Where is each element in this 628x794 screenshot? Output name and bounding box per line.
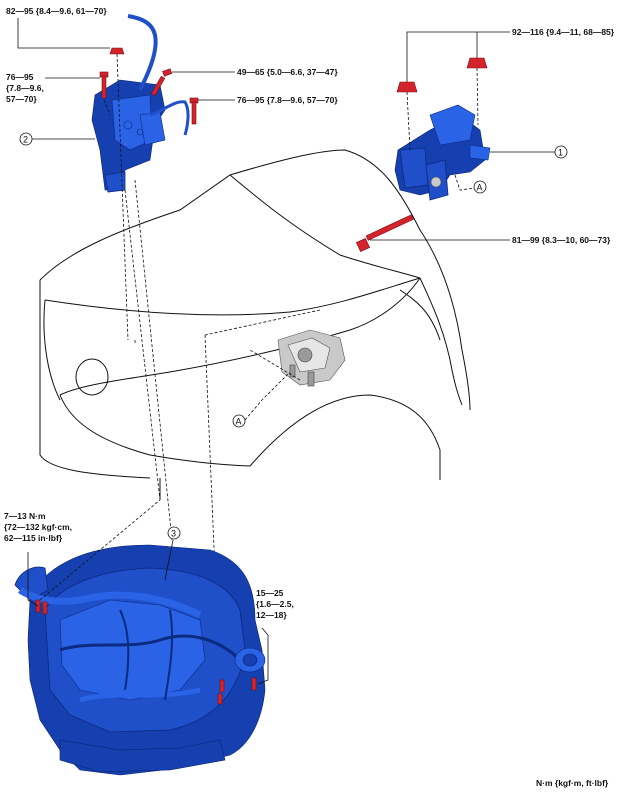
torque-label-76-95-left-line3: 57—70} — [6, 94, 37, 104]
torque-label-49-65: 49—65 {5.0—6.6, 37—47} — [237, 67, 338, 77]
torque-label-7-13-line2: {72—132 kgf·cm, — [4, 522, 72, 532]
engine-transaxle-assembly-part-3 — [14, 544, 266, 776]
bolt-mid-part-2 — [150, 68, 173, 97]
svg-text:1: 1 — [558, 148, 563, 158]
torque-label-76-95-right: 76—95 {7.8—9.6, 57—70} — [237, 95, 338, 105]
svg-text:3: 3 — [171, 529, 176, 539]
torque-label-82-95: 82—95 {8.4—9.6, 61—70} — [6, 6, 107, 16]
engine-mount-bracket-part-2 — [91, 14, 190, 193]
leaders-part-3 — [27, 499, 269, 685]
torque-label-15-25-line3: 12—18} — [256, 610, 287, 620]
transaxle-mount-bracket — [277, 329, 346, 387]
torque-label-7-13-line3: 62—115 in·lbf} — [4, 533, 63, 543]
bolt-top-part-2 — [109, 47, 125, 55]
vehicle-body-outline — [39, 149, 471, 500]
svg-text:A: A — [477, 183, 483, 193]
svg-text:2: 2 — [23, 135, 28, 145]
torque-label-15-25-line2: {1.6—2.5, — [256, 599, 294, 609]
torque-label-7-13-line1: 7—13 N·m — [4, 511, 46, 521]
callout-a-upper: A — [473, 180, 487, 194]
bolts-engine-right — [217, 677, 257, 705]
leaders-part-1 — [370, 31, 555, 241]
callout-3: 3 — [167, 526, 181, 540]
torque-label-92-116: 92—116 {9.4—11, 68—85} — [512, 27, 615, 37]
engine-mount-part-1 — [394, 104, 491, 201]
callout-a-lower: A — [232, 414, 246, 428]
torque-label-15-25-line1: 15—25 — [256, 588, 284, 598]
leaders-part-2 — [17, 18, 235, 541]
svg-text:A: A — [236, 417, 242, 427]
nut-left-part-1 — [396, 81, 418, 93]
nut-right-part-1 — [466, 57, 488, 69]
through-bolt-part-1 — [355, 214, 414, 253]
bolt-right-part-2 — [189, 97, 199, 125]
bolt-left-part-2 — [99, 71, 109, 99]
torque-label-76-95-left-line2: {7.8—9.6, — [6, 83, 44, 93]
units-note: N·m {kgf·m, ft·lbf} — [536, 778, 609, 788]
torque-label-76-95-left-line1: 76—95 — [6, 72, 34, 82]
callout-1: 1 — [554, 145, 568, 159]
torque-label-81-99: 81—99 {8.3—10, 60—73} — [512, 235, 611, 245]
callout-2: 2 — [19, 132, 33, 146]
